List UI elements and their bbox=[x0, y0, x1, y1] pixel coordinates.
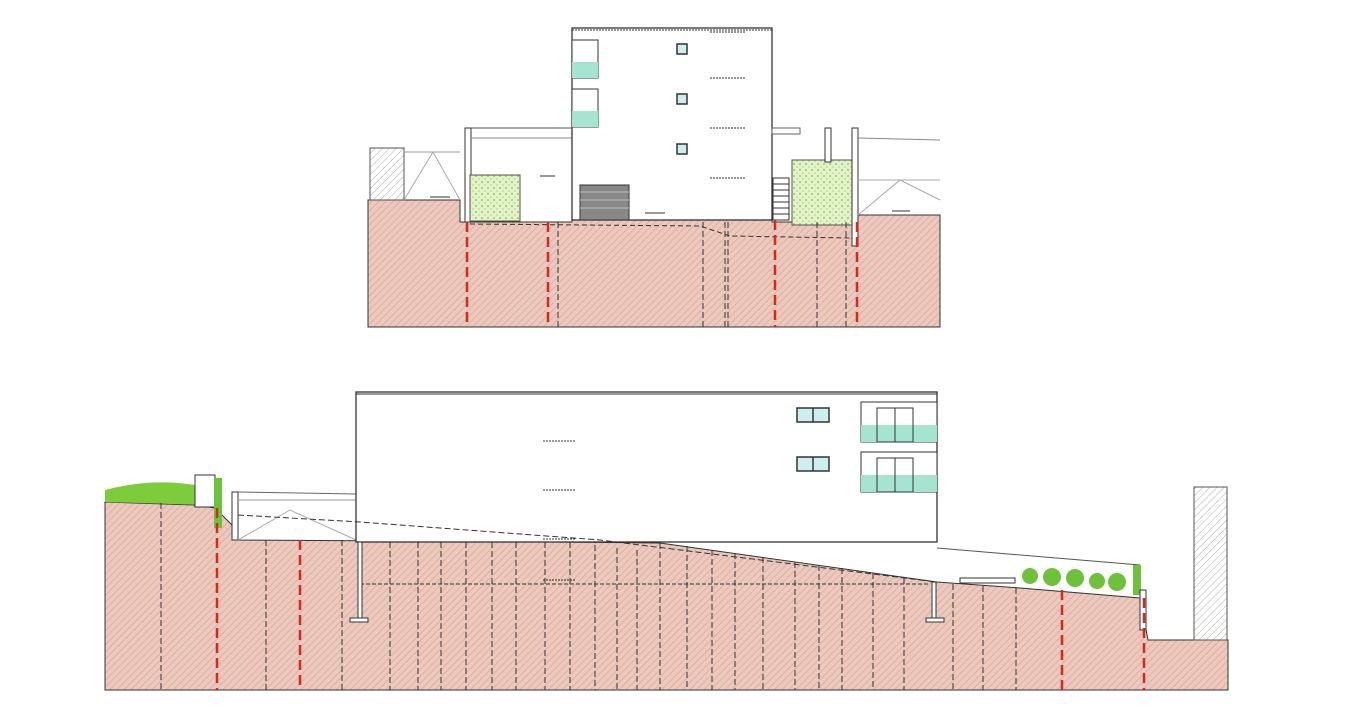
balcony-windows bbox=[571, 39, 599, 128]
profile-lines bbox=[160, 503, 1017, 690]
windows bbox=[796, 407, 830, 472]
small-windows bbox=[676, 43, 688, 155]
planter-right bbox=[791, 159, 853, 226]
planter-left bbox=[469, 174, 521, 222]
neighbour-building-left bbox=[369, 147, 405, 201]
lower-section bbox=[104, 391, 1229, 691]
balcony-doors bbox=[860, 401, 938, 493]
property-boundary-lines bbox=[215, 508, 1146, 690]
stairs bbox=[772, 177, 790, 221]
upper-section bbox=[367, 27, 941, 328]
neighbour-building-right bbox=[1193, 486, 1228, 641]
level-markers bbox=[543, 391, 575, 581]
garage-door bbox=[579, 184, 630, 221]
shrubs bbox=[1022, 565, 1141, 595]
building-elevation bbox=[355, 391, 938, 543]
ground-mass bbox=[367, 199, 941, 328]
property-boundary-lines bbox=[465, 220, 859, 327]
level-markers bbox=[430, 31, 910, 214]
grass-mound bbox=[105, 482, 205, 505]
